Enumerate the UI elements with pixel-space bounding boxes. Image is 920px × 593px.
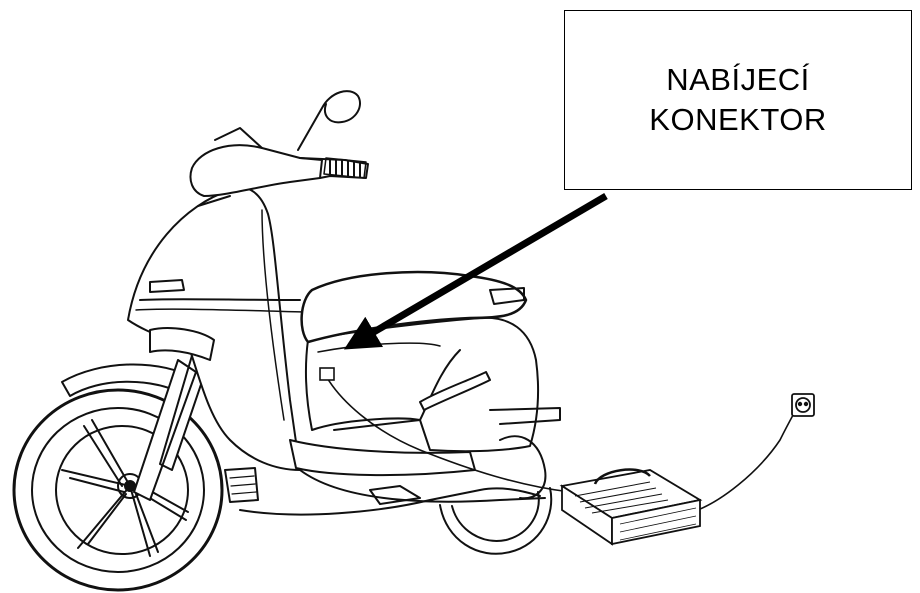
callout-box: NABÍJECÍ KONEKTOR — [564, 10, 912, 190]
rear-body — [306, 318, 538, 451]
charger-icon — [562, 470, 700, 544]
handlebar-cover — [191, 145, 323, 196]
callout-line-1: NABÍJECÍ — [666, 60, 810, 100]
front-wheel — [14, 390, 222, 590]
callout-line-2: KONEKTOR — [649, 100, 826, 140]
mirror — [298, 91, 360, 150]
wall-socket-icon — [792, 394, 814, 416]
scooter-drawing — [14, 91, 560, 590]
